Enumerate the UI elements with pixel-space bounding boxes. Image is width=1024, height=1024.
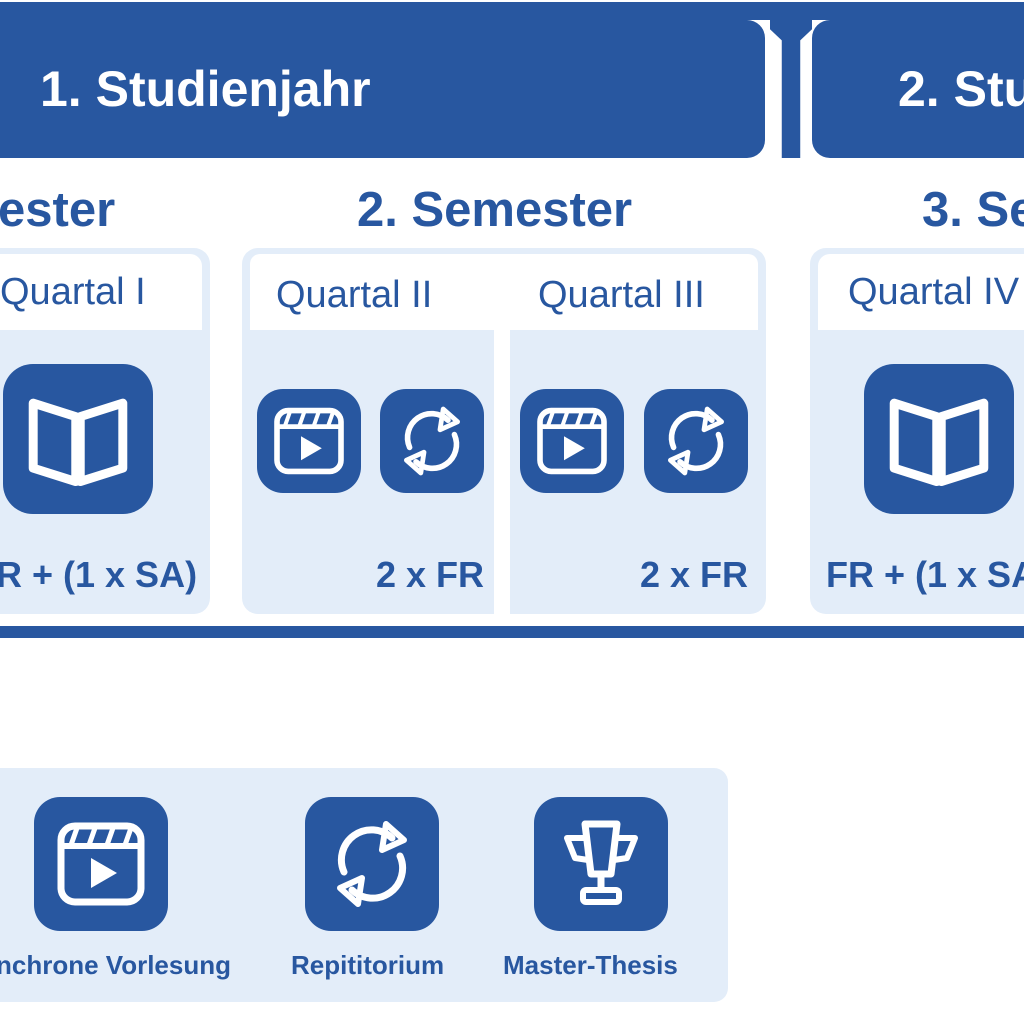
year-title: 1. Studienjahr	[40, 61, 371, 117]
video-tile	[520, 389, 624, 493]
year-header-1: 1. Studienjahr	[0, 20, 765, 158]
book-icon	[22, 383, 134, 495]
quarter-header: Quartal IV	[818, 254, 1024, 330]
book-tile	[864, 364, 1014, 514]
year-title: 2. Stu	[898, 61, 1024, 117]
refresh-cycle-icon	[656, 401, 736, 481]
legend-video-tile	[34, 797, 168, 931]
semester-title-1: ester	[0, 183, 116, 237]
year-header-2: 2. Stu	[812, 20, 1024, 158]
trophy-icon	[551, 814, 651, 914]
legend-label: nchrone Vorlesung	[0, 950, 231, 980]
semester-title-2: 2. Semester	[357, 183, 633, 237]
legend-label: Repititorium	[291, 950, 445, 980]
quarter-divider	[494, 330, 510, 614]
quarter-header: Quartal I	[0, 254, 202, 330]
year-connector	[0, 2, 1024, 20]
refresh-cycle-icon	[392, 401, 472, 481]
legend-trophy-tile	[534, 797, 668, 931]
video-play-icon	[51, 814, 151, 914]
refresh-cycle-icon	[322, 814, 422, 914]
semester-title-3: 3. Se	[922, 183, 1024, 237]
legend-label: Master-Thesis	[503, 950, 678, 980]
quarter-label: Quartal IV	[848, 271, 1020, 313]
quarter-formula: 2 x FR	[640, 554, 749, 595]
year-connector-post	[770, 18, 812, 158]
video-play-icon	[532, 401, 612, 481]
quarter-label: Quartal I	[0, 271, 146, 313]
book-icon	[883, 383, 995, 495]
timeline-rule	[0, 626, 1024, 638]
quarter-label: Quartal II	[276, 274, 433, 316]
video-play-icon	[269, 401, 349, 481]
legend-refresh-tile	[305, 797, 439, 931]
quarter-formula: R + (1 x SA)	[0, 554, 198, 595]
refresh-tile	[380, 389, 484, 493]
quarter-formula: 2 x FR	[376, 554, 485, 595]
quarter-header	[250, 254, 758, 330]
video-tile	[257, 389, 361, 493]
quarter-label: Quartal III	[538, 274, 705, 316]
quarter-formula: FR + (1 x SA	[826, 554, 1024, 595]
refresh-tile	[644, 389, 748, 493]
book-tile	[3, 364, 153, 514]
